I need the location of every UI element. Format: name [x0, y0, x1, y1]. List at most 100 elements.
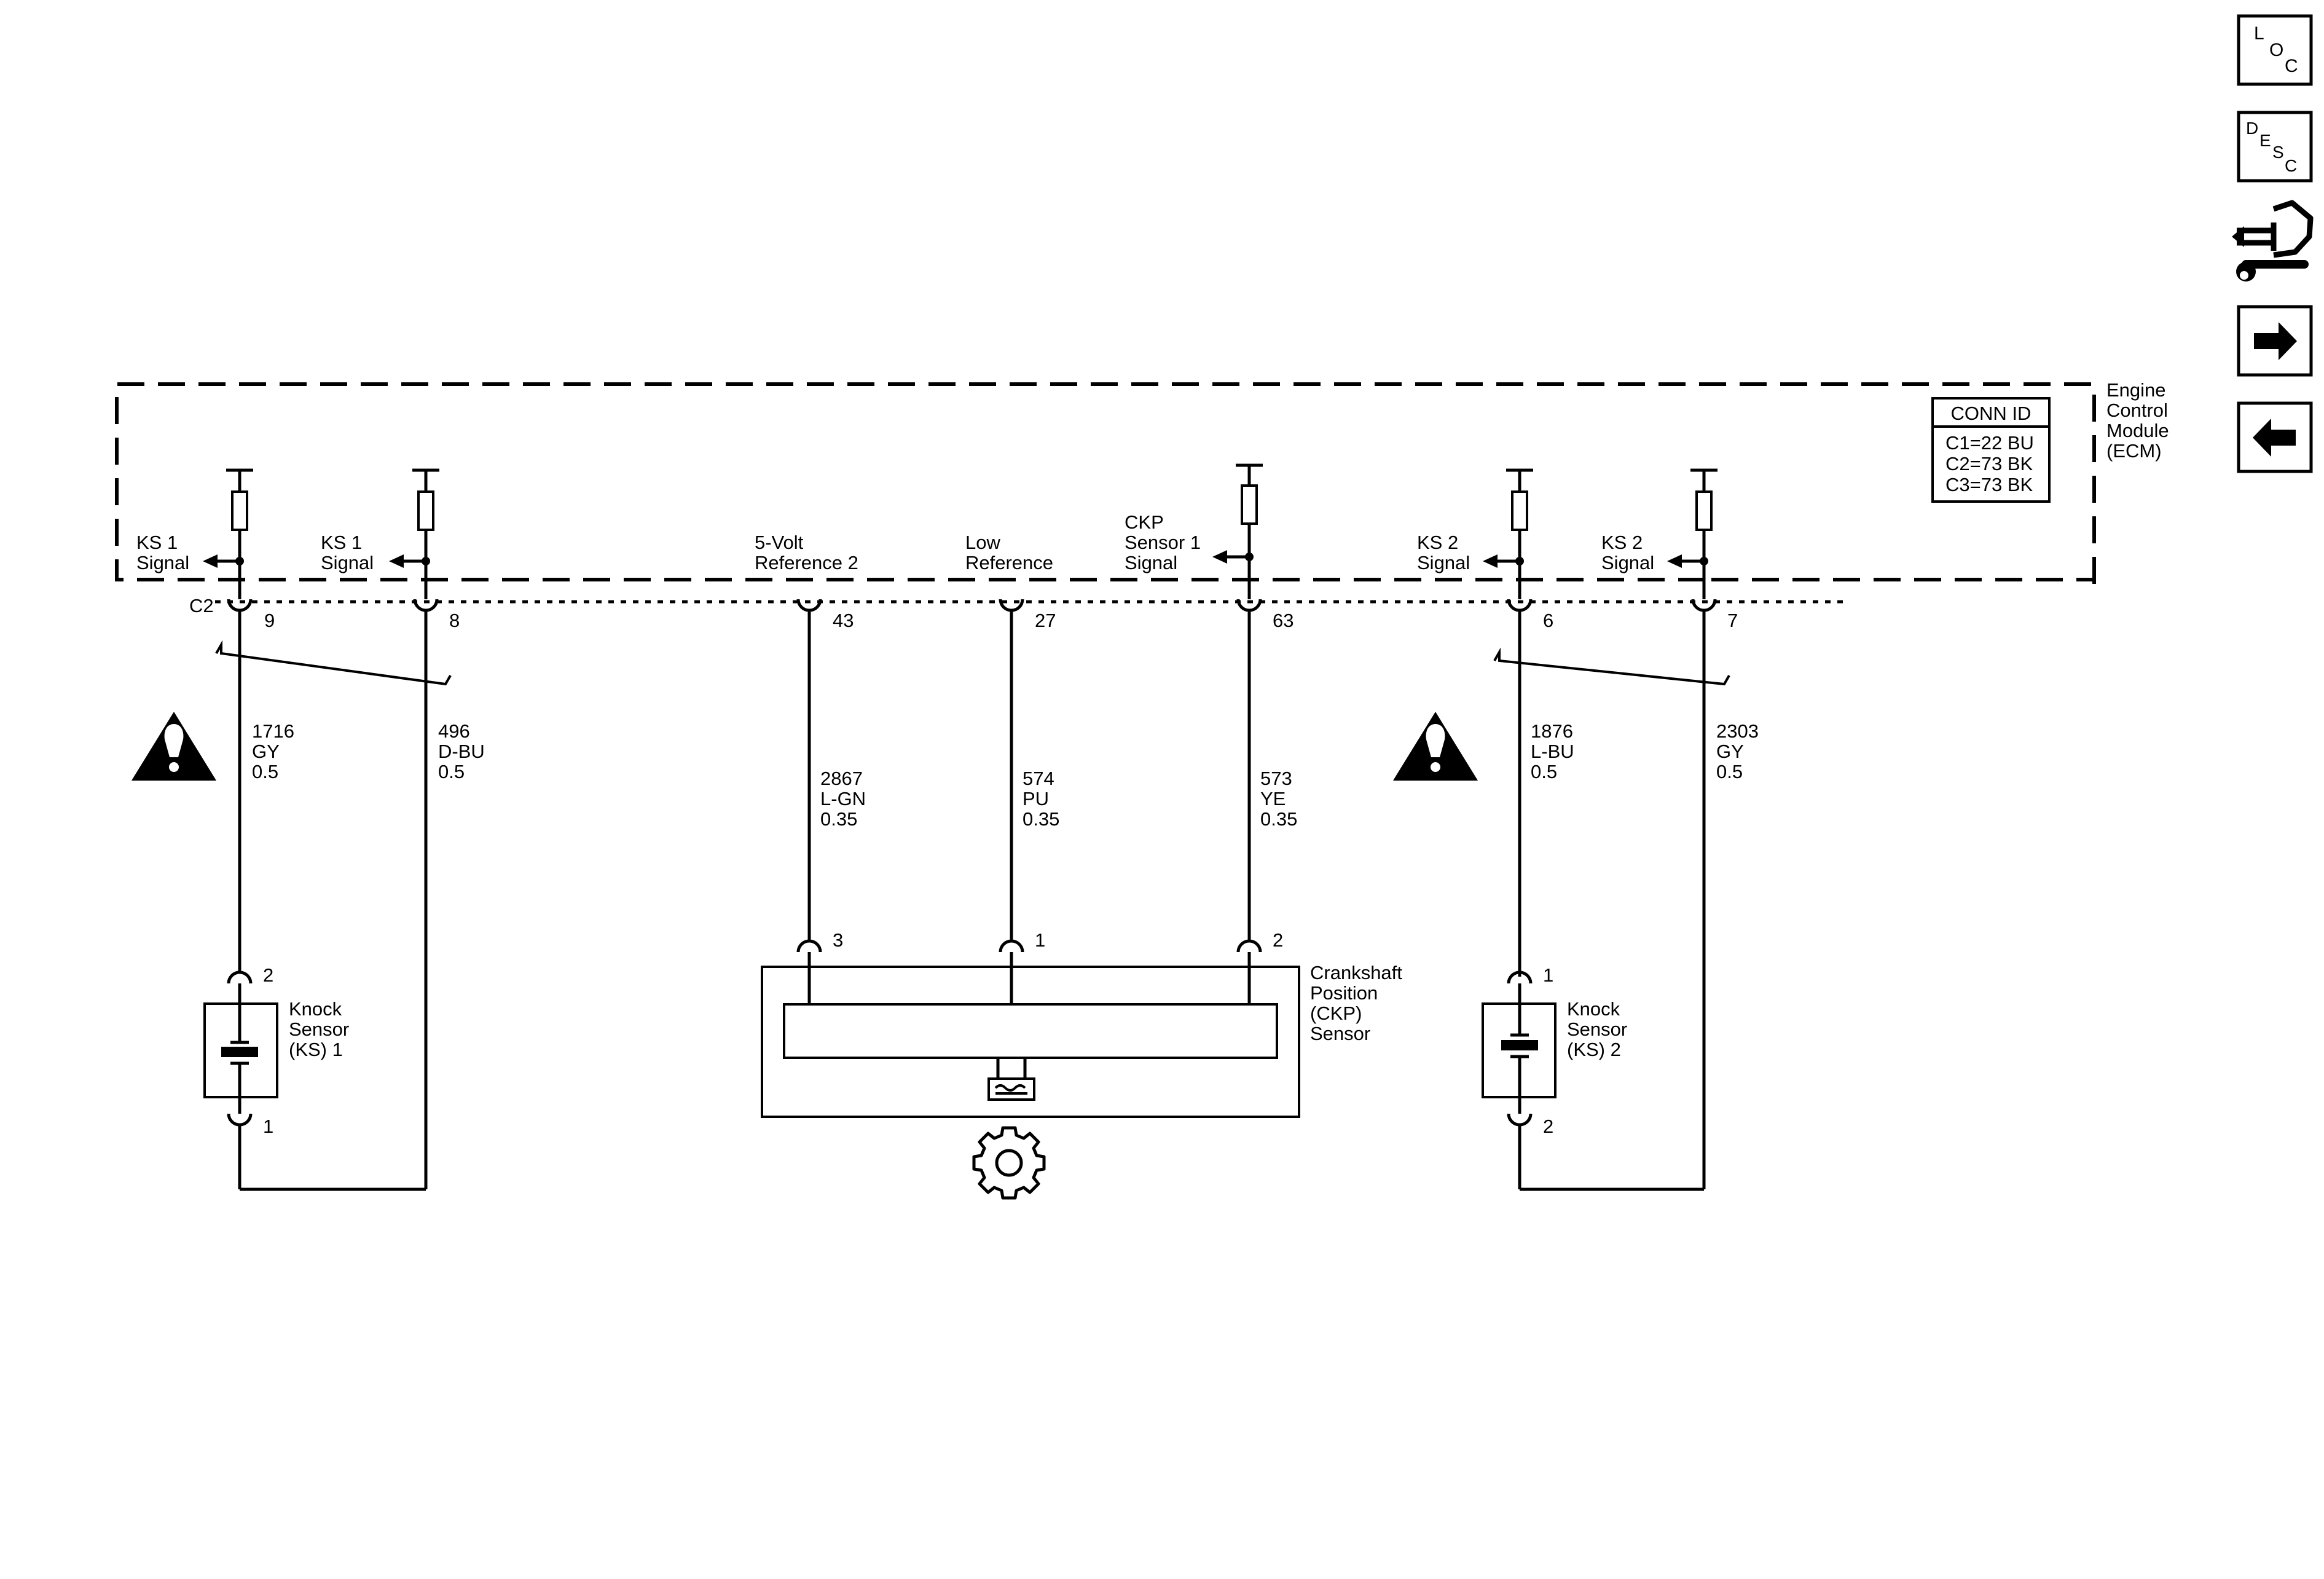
- ecm-circuit-pin-43: 5-Volt Reference 2: [755, 532, 858, 573]
- loc-button[interactable]: L O C: [2237, 14, 2313, 86]
- desc-button[interactable]: D E S C: [2237, 111, 2313, 183]
- wire-size: 0.35: [1260, 808, 1297, 830]
- device-pin-number: 1: [1543, 964, 1553, 986]
- device-name-line-3: (CKP): [1310, 1002, 1362, 1024]
- wire-color: L-BU: [1531, 741, 1574, 762]
- desc-letter: S: [2272, 143, 2284, 162]
- ecm-name-3: Module: [2106, 420, 2169, 441]
- wire-circuit-number: 2303: [1716, 720, 1759, 742]
- ecm-outline: [115, 382, 2096, 584]
- conn-id-table: CONN ID C1=22 BU C2=73 BK C3=73 BK: [1931, 397, 2051, 503]
- desc-letter: D: [2246, 119, 2258, 138]
- next-button[interactable]: [2237, 305, 2313, 377]
- connector-label: C2: [189, 595, 214, 616]
- ecm-circuit-pin-63: CKP Sensor 1 Signal: [1125, 463, 1263, 599]
- device-name-line-4: Sensor: [1310, 1023, 1370, 1044]
- ckp-sensor: 3 1 2 Crankshaft Position (CKP) Sensor: [761, 929, 1402, 1118]
- wire-circuit-number: 1716: [252, 720, 294, 742]
- ecm-name-4: (ECM): [2106, 440, 2162, 462]
- wire-color: YE: [1260, 788, 1286, 809]
- pin-number: 9: [264, 610, 275, 631]
- signal-label-line-2: Reference 2: [755, 552, 858, 573]
- conn-id-row-3: C3=73 BK: [1945, 474, 2033, 495]
- wire-size: 0.35: [1023, 808, 1059, 830]
- ecm-circuit-pin-6: KS 2 Signal: [1417, 468, 1533, 599]
- device-name-line-1: Knock: [289, 998, 342, 1020]
- signal-label-line-1: KS 2: [1601, 532, 1643, 553]
- gear-icon: [972, 1126, 1046, 1200]
- desc-letter: E: [2259, 131, 2271, 150]
- signal-label-line-1: KS 1: [136, 532, 178, 553]
- connector-c2-terminals: 9 8 43 27 63 6 7: [227, 599, 1738, 631]
- ecm-circuit-pin-8: KS 1 Signal: [321, 468, 439, 599]
- pin-number: 7: [1727, 610, 1738, 631]
- loc-letter: L: [2254, 23, 2264, 44]
- device-pin-number: 2: [1543, 1116, 1553, 1137]
- wire-color: GY: [1716, 741, 1744, 762]
- ecm-circuit-pin-27: Low Reference: [965, 532, 1053, 573]
- conn-id-row-1: C1=22 BU: [1945, 432, 2034, 454]
- pin-number: 6: [1543, 610, 1553, 631]
- pin-number: 63: [1273, 610, 1294, 631]
- wire-color: GY: [252, 741, 280, 762]
- knock-sensor-1: 2 1 Knock Sensor (KS) 1: [203, 963, 349, 1137]
- wire-circuit-number: 574: [1023, 768, 1054, 789]
- device-name-line-3: (KS) 2: [1567, 1039, 1621, 1060]
- wire-color: PU: [1023, 788, 1049, 809]
- wire-color: D-BU: [438, 741, 485, 762]
- ecm-circuit-pin-9: KS 1 Signal: [136, 468, 253, 599]
- ecm-circuit-pin-7: KS 2 Signal: [1601, 468, 1717, 599]
- pin-number: 8: [449, 610, 460, 631]
- wire-size: 0.5: [438, 761, 465, 782]
- arrow-right-icon: [2254, 322, 2297, 360]
- pin-number: 43: [833, 610, 854, 631]
- signal-label-line-2: Sensor 1: [1125, 532, 1201, 553]
- signal-label-line-1: KS 1: [321, 532, 362, 553]
- signal-label-line-2: Signal: [136, 552, 189, 573]
- signal-label-line-1: Low: [965, 532, 1000, 553]
- wire-circuit-number: 496: [438, 720, 470, 742]
- wire-color: L-GN: [820, 788, 866, 809]
- device-pin-number: 3: [833, 929, 843, 951]
- loc-letter: O: [2269, 40, 2283, 60]
- conn-id-title: CONN ID: [1951, 403, 2032, 424]
- conn-id-row-2: C2=73 BK: [1945, 453, 2033, 474]
- device-name-line-2: Position: [1310, 982, 1378, 1004]
- signal-label-line-1: CKP: [1125, 511, 1164, 533]
- wire-labels: 1716 GY 0.5 496 D-BU 0.5 2867 L-GN 0.35 …: [252, 720, 1759, 830]
- wire-circuit-number: 1876: [1531, 720, 1573, 742]
- device-pin-number: 2: [263, 964, 273, 986]
- device-name-line-2: Sensor: [1567, 1018, 1627, 1040]
- wire-size: 0.5: [1716, 761, 1743, 782]
- wire-circuit-number: 2867: [820, 768, 863, 789]
- nav-toolbar: L O C D E S C: [2232, 14, 2314, 473]
- device-pin-number: 1: [263, 1116, 273, 1137]
- wire-circuit-number: 573: [1260, 768, 1292, 789]
- wire-size: 0.5: [1531, 761, 1557, 782]
- connector-repair-button[interactable]: [2232, 200, 2314, 282]
- ecm-module: C2 Engine Control Module (ECM) CONN ID C…: [115, 379, 2169, 616]
- signal-label-line-1: KS 2: [1417, 532, 1458, 553]
- signal-label-line-2: Signal: [1417, 552, 1470, 573]
- signal-label-line-1: 5-Volt: [755, 532, 804, 553]
- device-name-line-1: Knock: [1567, 998, 1620, 1020]
- signal-label-line-2: Signal: [321, 552, 374, 573]
- wire-size: 0.5: [252, 761, 278, 782]
- device-name-line-1: Crankshaft: [1310, 962, 1402, 983]
- wires: [215, 610, 1730, 1191]
- ecm-name-1: Engine: [2106, 379, 2166, 401]
- device-pin-number: 2: [1273, 929, 1283, 951]
- desc-letter: C: [2285, 156, 2297, 175]
- device-name-line-2: Sensor: [289, 1018, 349, 1040]
- signal-label-line-2: Reference: [965, 552, 1053, 573]
- previous-button[interactable]: [2237, 401, 2313, 473]
- loc-letter: C: [2285, 56, 2298, 76]
- connector-repair-icon: [2232, 200, 2314, 282]
- warning-triangle-icon: [1393, 712, 1478, 781]
- signal-label-line-3: Signal: [1125, 552, 1177, 573]
- warning-triangle-icon: [132, 712, 216, 781]
- signal-label-line-2: Signal: [1601, 552, 1654, 573]
- wire-size: 0.35: [820, 808, 857, 830]
- device-name-line-3: (KS) 1: [289, 1039, 343, 1060]
